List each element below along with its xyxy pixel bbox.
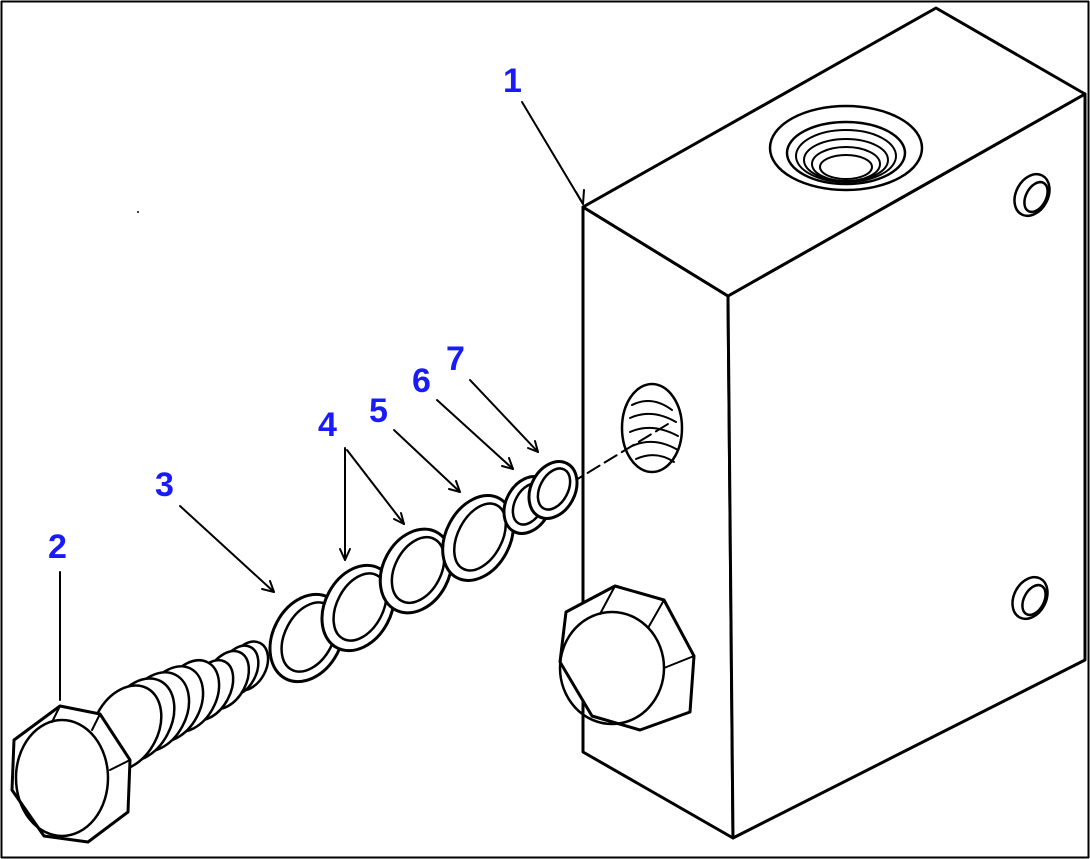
callout-6: 6 xyxy=(412,362,431,400)
mounting-holes xyxy=(1011,172,1051,621)
leader-5-arrow xyxy=(448,480,461,493)
leader-7 xyxy=(469,379,539,453)
leader-6 xyxy=(436,399,514,470)
callout-5: 5 xyxy=(369,392,388,430)
leader-3-arrow xyxy=(261,580,275,593)
callout-1: 1 xyxy=(503,62,522,100)
leader-7-arrow xyxy=(527,440,539,453)
seal-ring-4a xyxy=(320,563,396,653)
leader-4a-arrow xyxy=(339,548,351,561)
callout-2: 2 xyxy=(48,528,67,566)
stray-mark xyxy=(137,211,139,213)
callout-3: 3 xyxy=(155,466,174,504)
leader-lines xyxy=(59,101,585,701)
leader-6-arrow xyxy=(501,457,514,470)
leader-1 xyxy=(521,101,584,205)
seal-ring-7 xyxy=(527,460,579,520)
side-threaded-port xyxy=(620,382,684,474)
callout-labels: 1 2 3 4 5 6 7 xyxy=(48,62,522,566)
seal-ring-4b xyxy=(378,527,454,615)
leader-4b-arrow xyxy=(393,512,405,525)
leader-3 xyxy=(179,505,275,593)
top-threaded-port xyxy=(768,104,924,192)
leader-4b xyxy=(346,449,405,525)
mounted-hex-plug xyxy=(558,584,696,732)
callout-7: 7 xyxy=(446,340,465,378)
seal-ring-5 xyxy=(441,494,515,582)
leader-1-arrow xyxy=(575,189,585,205)
leader-5 xyxy=(393,429,461,493)
cartridge-plug xyxy=(10,640,270,844)
callout-4: 4 xyxy=(318,406,337,444)
